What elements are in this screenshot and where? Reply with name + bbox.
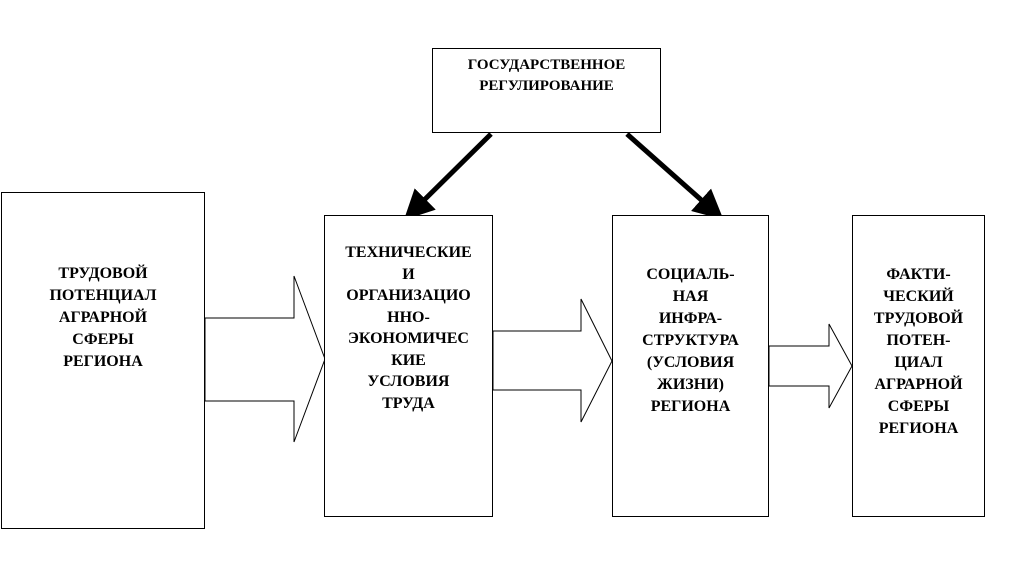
social-infrastructure-box: СОЦИАЛЬ- НАЯ ИНФРА- СТРУКТУРА (УСЛОВИЯ Ж…: [612, 215, 769, 517]
arrow-regulation-to-technical: [403, 132, 493, 221]
block-arrow-labor-to-technical: [204, 275, 326, 443]
social-infrastructure-label: СОЦИАЛЬ- НАЯ ИНФРА- СТРУКТУРА (УСЛОВИЯ Ж…: [642, 266, 739, 415]
labor-potential-box: ТРУДОВОЙ ПОТЕНЦИАЛ АГРАРНОЙ СФЕРЫ РЕГИОН…: [1, 192, 205, 529]
block-arrow-social-to-actual: [768, 323, 853, 409]
state-regulation-label: ГОСУДАРСТВЕННОЕ РЕГУЛИРОВАНИЕ: [467, 57, 626, 94]
block-arrow-technical-to-social: [492, 298, 613, 423]
arrow-regulation-to-social: [625, 132, 724, 220]
actual-labor-potential-label: ФАКТИ- ЧЕСКИЙ ТРУДОВОЙ ПОТЕН- ЦИАЛ АГРАР…: [873, 266, 964, 437]
technical-conditions-label: ТЕХНИЧЕСКИЕ И ОРГАНИЗАЦИО ННО- ЭКОНОМИЧЕ…: [345, 244, 472, 412]
labor-potential-label: ТРУДОВОЙ ПОТЕНЦИАЛ АГРАРНОЙ СФЕРЫ РЕГИОН…: [49, 265, 157, 370]
state-regulation-box: ГОСУДАРСТВЕННОЕ РЕГУЛИРОВАНИЕ: [432, 48, 661, 133]
actual-labor-potential-box: ФАКТИ- ЧЕСКИЙ ТРУДОВОЙ ПОТЕН- ЦИАЛ АГРАР…: [852, 215, 985, 517]
technical-conditions-box: ТЕХНИЧЕСКИЕ И ОРГАНИЗАЦИО ННО- ЭКОНОМИЧЕ…: [324, 215, 493, 517]
